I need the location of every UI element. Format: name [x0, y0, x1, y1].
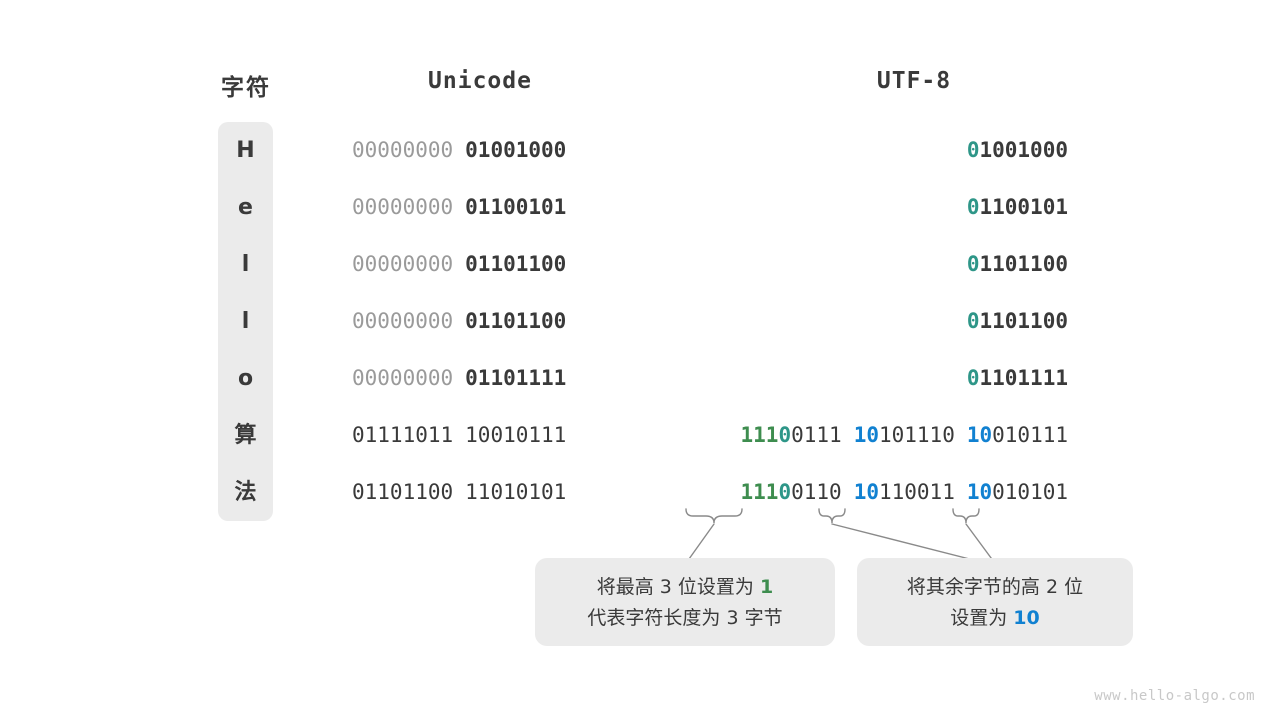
unicode-low-byte: 01100101: [465, 195, 567, 219]
unicode-low-byte: 01001000: [465, 138, 567, 162]
unicode-bits-row: 00000000 01001000: [352, 122, 608, 179]
callout-line: 代表字符长度为 3 字节: [587, 607, 783, 629]
utf8-bits-row: 01001000: [600, 122, 1068, 179]
unicode-low-byte: 01101100: [465, 252, 567, 276]
character-cell: l: [241, 252, 250, 277]
unicode-low-byte: 01101100: [465, 309, 567, 333]
utf8-continuation-marker-bits: 10: [853, 423, 879, 447]
unicode-low-byte: 10010111: [465, 423, 567, 447]
column-header-utf8: UTF-8: [876, 68, 952, 94]
utf8-payload-bits: 1101100: [979, 309, 1068, 333]
unicode-bits-row: 00000000 01101111: [352, 350, 608, 407]
callout-length-marker: 将最高 3 位设置为 1 代表字符长度为 3 字节: [535, 558, 835, 646]
utf8-bits-row: 01101111: [600, 350, 1068, 407]
callout-line: 将其余字节的高 2 位: [906, 576, 1084, 598]
unicode-bits-row: 00000000 01101100: [352, 236, 608, 293]
unicode-bits-row: 00000000 01100101: [352, 179, 608, 236]
character-cell: 算: [234, 423, 257, 448]
utf8-payload-bits: 1101111: [979, 366, 1068, 390]
utf8-bits-row: 01101100: [600, 293, 1068, 350]
unicode-high-byte: 01111011: [352, 423, 454, 447]
utf8-payload-bits: 110011: [878, 480, 955, 504]
utf8-lead-bit: 0: [966, 366, 980, 390]
utf8-lead-bit: 0: [966, 252, 980, 276]
utf8-lead-bit: 0: [966, 309, 980, 333]
unicode-high-byte: 00000000: [352, 252, 454, 276]
utf8-payload-bits: 1101100: [979, 252, 1068, 276]
utf8-continuation-marker-bits: 10: [853, 480, 879, 504]
utf8-continuation-marker-bits: 10: [966, 423, 993, 447]
unicode-high-byte: 00000000: [352, 309, 454, 333]
utf8-payload-bits: 0110: [791, 480, 842, 504]
site-watermark: www.hello-algo.com: [1094, 688, 1255, 704]
column-header-unicode: Unicode: [428, 68, 532, 94]
utf8-marker-terminator-bit: 0: [778, 423, 792, 447]
unicode-bits-row: 00000000 01101100: [352, 293, 608, 350]
unicode-high-byte: 01101100: [352, 480, 454, 504]
character-cell: l: [241, 309, 250, 334]
callout-continuation-marker: 将其余字节的高 2 位 设置为 10: [857, 558, 1133, 646]
utf8-payload-bits: 1001000: [979, 138, 1068, 162]
utf8-bits-row: 01101100: [600, 236, 1068, 293]
unicode-high-byte: 00000000: [352, 366, 454, 390]
utf8-bits-row: 01100101: [600, 179, 1068, 236]
utf8-marker-terminator-bit: 0: [778, 480, 792, 504]
utf8-payload-bits: 0111: [791, 423, 842, 447]
callout-text: 将最高 3 位设置为: [596, 576, 760, 598]
unicode-high-byte: 00000000: [352, 195, 454, 219]
character-cell: 法: [234, 480, 257, 505]
utf8-payload-bits: 010111: [992, 423, 1068, 447]
callout-text: 设置为: [950, 607, 1014, 629]
callout-line: 将最高 3 位设置为 1: [551, 572, 819, 603]
unicode-high-byte: 00000000: [352, 138, 454, 162]
callout-highlight-value: 1: [759, 576, 774, 598]
column-header-character: 字符: [221, 75, 271, 101]
unicode-low-byte: 01101111: [465, 366, 567, 390]
utf8-length-marker-bits: 111: [740, 423, 779, 447]
callout-line: 设置为 10: [873, 603, 1117, 634]
utf8-length-marker-bits: 111: [740, 480, 779, 504]
character-cell: o: [237, 366, 254, 391]
unicode-bits-row: 01111011 10010111: [352, 407, 608, 464]
utf8-payload-bits: 1100101: [979, 195, 1068, 219]
utf8-continuation-marker-bits: 10: [966, 480, 993, 504]
utf8-payload-bits: 101110: [878, 423, 955, 447]
utf8-lead-bit: 0: [966, 195, 980, 219]
character-column-pill: [218, 122, 273, 521]
unicode-bits-row: 01101100 11010101: [352, 464, 608, 521]
utf8-lead-bit: 0: [966, 138, 980, 162]
character-cell: H: [236, 138, 255, 163]
character-cell: e: [238, 195, 253, 220]
utf8-payload-bits: 010101: [992, 480, 1068, 504]
callout-highlight-value: 10: [1013, 607, 1040, 629]
unicode-low-byte: 11010101: [465, 480, 567, 504]
